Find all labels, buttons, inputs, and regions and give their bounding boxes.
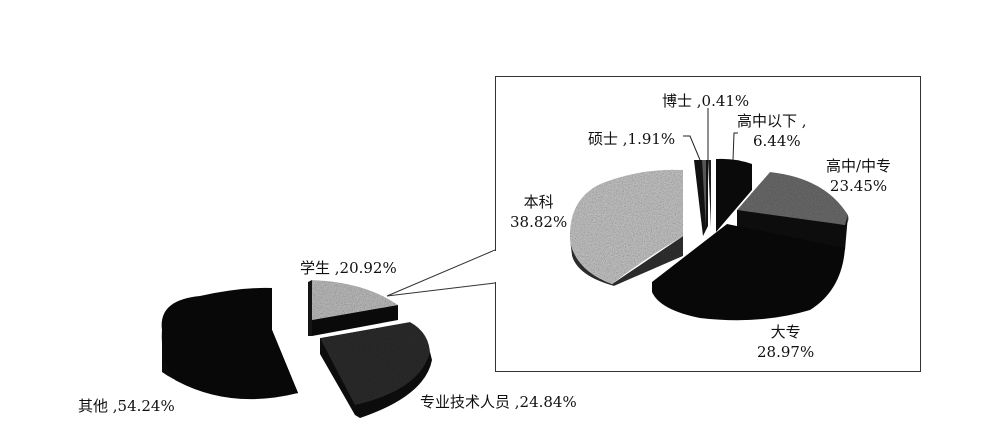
label-college-name: 大专 (770, 323, 801, 341)
label-college-value: 28.97% (757, 343, 815, 361)
secondary-pie (569, 108, 849, 321)
label-student: 学生 ,20.92% (300, 259, 397, 277)
slice-doctor (708, 160, 711, 228)
slice-master (694, 160, 708, 236)
label-master: 硕士 ,1.91% (588, 130, 676, 148)
connector-line-top (386, 249, 496, 297)
slice-student (308, 280, 398, 336)
label-professional: 专业技术人员 ,24.84% (420, 393, 577, 411)
slice-other (161, 287, 298, 400)
label-below-high-school: 高中以下 , 6.44% (737, 111, 807, 151)
slice-college (652, 224, 845, 321)
slice-professional (320, 322, 432, 418)
label-high-school: 高中/中专 23.45% (826, 156, 891, 196)
label-bachelor: 本科 38.82% (510, 192, 567, 232)
leader-below-high (732, 132, 738, 161)
label-other: 其他 ,54.24% (78, 397, 175, 415)
leader-master (683, 135, 701, 161)
label-bachelor-name: 本科 (523, 193, 554, 211)
label-below-high-school-name: 高中以下 , (737, 112, 807, 130)
label-high-school-name: 高中/中专 (826, 157, 892, 175)
main-pie (161, 249, 496, 418)
label-below-high-school-value: 6.44% (753, 132, 801, 150)
frame-gap (493, 251, 498, 282)
slice-bachelor (569, 169, 683, 286)
secondary-pie-frame (495, 76, 921, 372)
label-bachelor-value: 38.82% (510, 213, 568, 231)
label-doctor: 博士 ,0.41% (662, 92, 750, 110)
connector-line-bottom (386, 282, 496, 297)
slice-high-school (737, 172, 849, 250)
label-college: 大专 28.97% (757, 322, 814, 362)
slice-below-high-school (716, 158, 752, 232)
label-high-school-value: 23.45% (829, 177, 888, 195)
